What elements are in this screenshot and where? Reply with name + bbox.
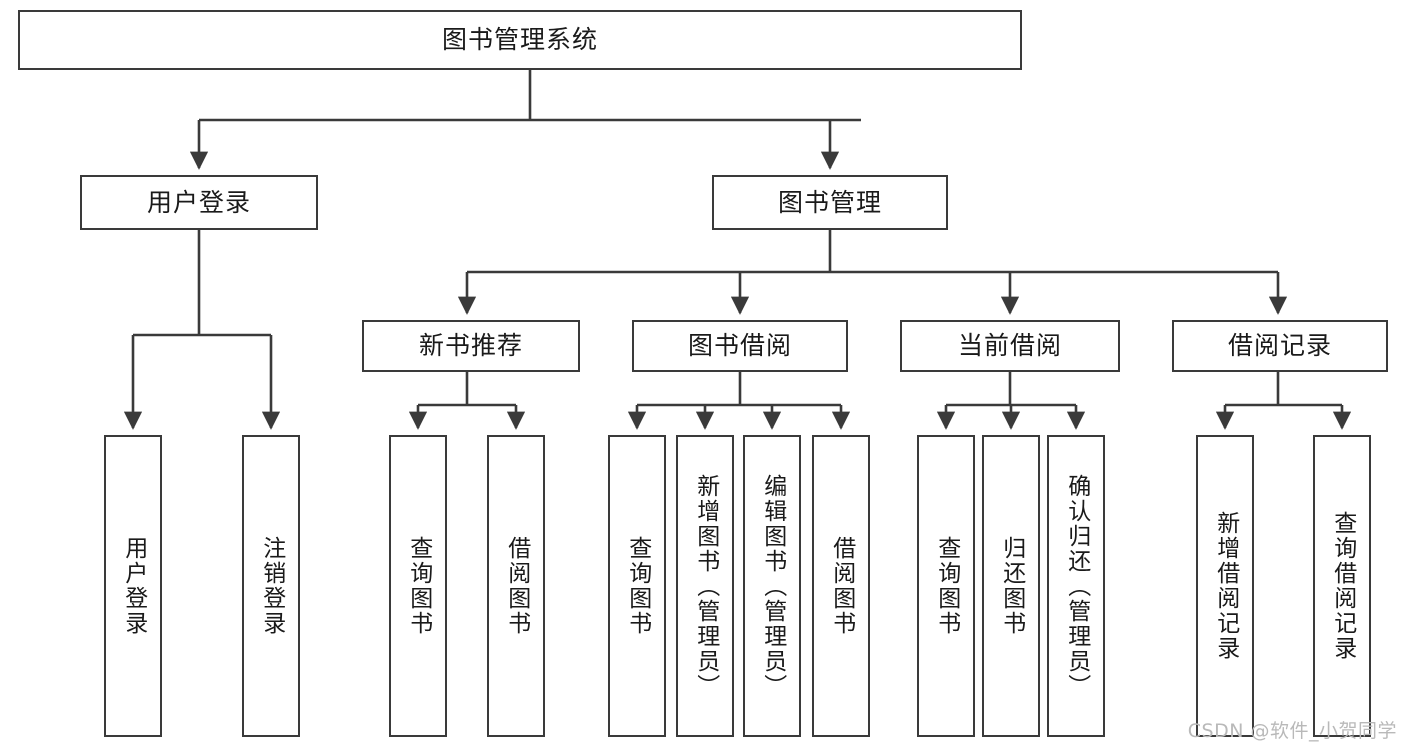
node-current-borrow[interactable]: 当前借阅 — [900, 320, 1120, 372]
node-book-management-label: 图书管理 — [777, 187, 882, 217]
node-root[interactable]: 图书管理系统 — [18, 10, 1022, 70]
node-book-borrow-label: 图书借阅 — [687, 331, 792, 360]
leaf-current-return-label: 归还图书 — [998, 536, 1025, 636]
node-user-login-label: 用户登录 — [146, 187, 251, 217]
leaf-user-login-signout[interactable]: 注销登录 — [242, 435, 300, 737]
node-root-label: 图书管理系统 — [441, 25, 598, 54]
leaf-borrow-add-admin[interactable]: 新增图书（管理员） — [676, 435, 734, 737]
leaf-records-add-label: 新增借阅记录 — [1212, 511, 1239, 661]
leaf-records-query[interactable]: 查询借阅记录 — [1313, 435, 1371, 737]
watermark: CSDN @软件_小贺同学 — [1187, 720, 1397, 742]
leaf-current-query[interactable]: 查询图书 — [917, 435, 975, 737]
leaf-current-confirm-return-admin[interactable]: 确认归还（管理员） — [1047, 435, 1105, 737]
leaf-new-book-query[interactable]: 查询图书 — [389, 435, 447, 737]
node-borrow-records[interactable]: 借阅记录 — [1172, 320, 1388, 372]
leaf-current-return[interactable]: 归还图书 — [982, 435, 1040, 737]
node-new-book-recommend[interactable]: 新书推荐 — [362, 320, 580, 372]
node-book-management[interactable]: 图书管理 — [712, 175, 948, 230]
leaf-user-login-signout-label: 注销登录 — [258, 536, 285, 636]
leaf-records-query-label: 查询借阅记录 — [1329, 511, 1356, 661]
leaf-borrow-borrow-book[interactable]: 借阅图书 — [812, 435, 870, 737]
leaf-borrow-edit-admin[interactable]: 编辑图书（管理员） — [743, 435, 801, 737]
node-new-book-recommend-label: 新书推荐 — [418, 331, 523, 360]
leaf-borrow-edit-admin-label: 编辑图书（管理员） — [759, 473, 786, 699]
node-book-borrow[interactable]: 图书借阅 — [632, 320, 848, 372]
leaf-borrow-add-admin-label: 新增图书（管理员） — [692, 473, 719, 699]
leaf-records-add[interactable]: 新增借阅记录 — [1196, 435, 1254, 737]
leaf-new-book-borrow-label: 借阅图书 — [503, 536, 530, 636]
leaf-new-book-query-label: 查询图书 — [405, 536, 432, 636]
node-current-borrow-label: 当前借阅 — [957, 331, 1062, 360]
node-borrow-records-label: 借阅记录 — [1227, 331, 1332, 360]
node-user-login[interactable]: 用户登录 — [80, 175, 318, 230]
leaf-borrow-query[interactable]: 查询图书 — [608, 435, 666, 737]
leaf-borrow-borrow-book-label: 借阅图书 — [828, 536, 855, 636]
leaf-user-login-signin[interactable]: 用户登录 — [104, 435, 162, 737]
leaf-current-confirm-return-admin-label: 确认归还（管理员） — [1063, 473, 1090, 699]
leaf-current-query-label: 查询图书 — [933, 536, 960, 636]
leaf-user-login-signin-label: 用户登录 — [120, 536, 147, 636]
leaf-borrow-query-label: 查询图书 — [624, 536, 651, 636]
leaf-new-book-borrow[interactable]: 借阅图书 — [487, 435, 545, 737]
